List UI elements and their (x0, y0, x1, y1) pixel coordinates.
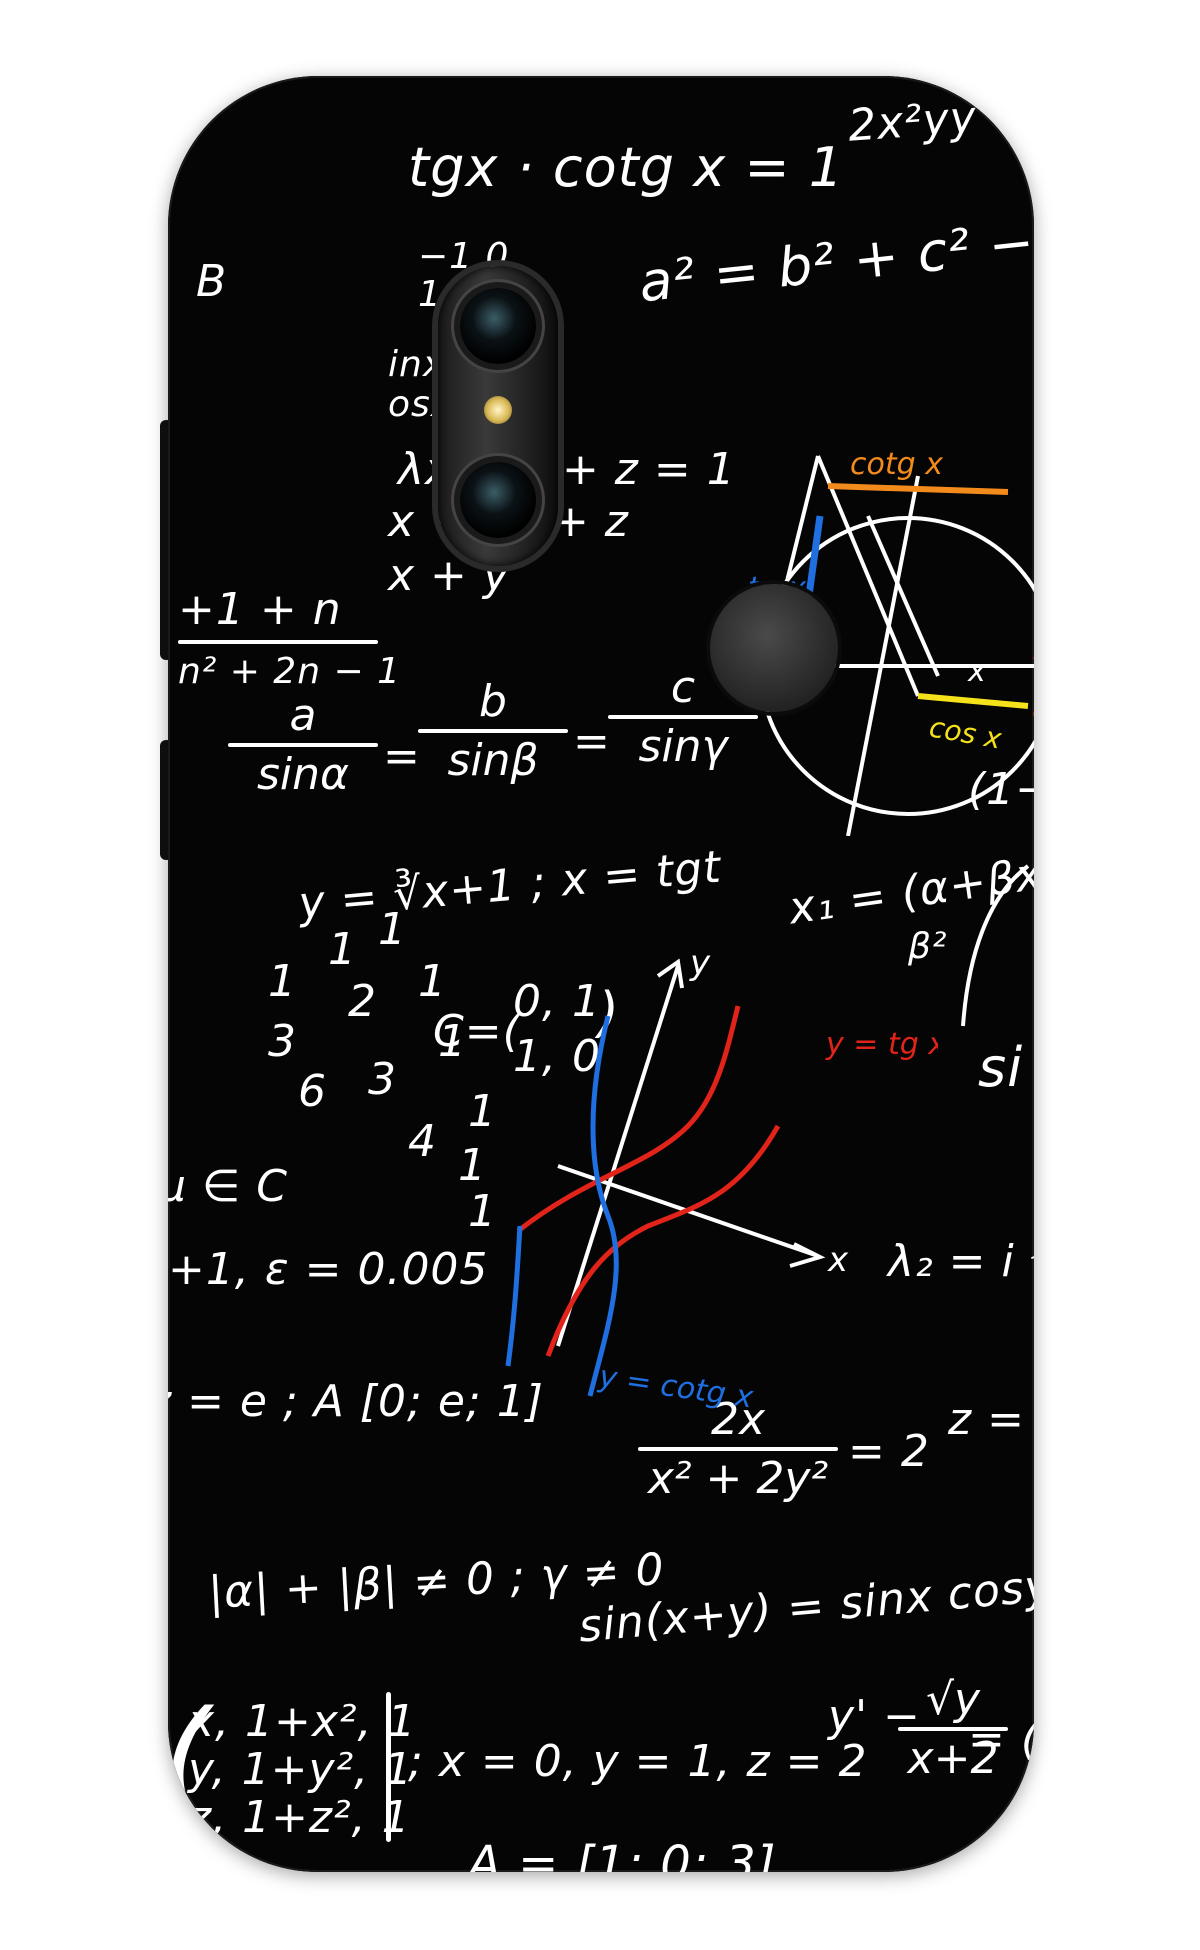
denominator: sinα (256, 749, 350, 800)
numerator: c (670, 662, 696, 713)
formula-B: B (196, 256, 228, 307)
formula-1-minus: (1− (968, 764, 1034, 815)
triangle-number: 3 (368, 1054, 397, 1105)
matrix-c-row1: 0, 1 (513, 976, 601, 1027)
law-of-sines-a: a sinα (228, 690, 378, 800)
formula-z-e: z = e ; A [0; e; 1] (168, 1376, 544, 1427)
triangle-number: 1 (418, 956, 447, 1007)
formula-2x-rhs: = 2 (848, 1426, 930, 1477)
determinant-open: ( (168, 1696, 211, 1816)
numerator: a (289, 690, 317, 741)
fraction-bar (178, 640, 378, 644)
triangle-number: 2 (348, 976, 377, 1027)
formula-A-vector: A = [1; 0; 3] (468, 1836, 777, 1872)
law-of-sines-c: c sinγ (608, 662, 758, 772)
cos-segment (917, 693, 1029, 709)
formula-inx: inx (388, 344, 446, 385)
formula-n-denominator: n² + 2n − 1 (178, 651, 401, 692)
x-axis-label: x (827, 1240, 849, 1280)
denominator: sinβ (447, 735, 539, 786)
camera-lens-icon (460, 462, 536, 538)
camera-lens-icon (460, 288, 536, 364)
denominator: sinγ (638, 721, 728, 772)
radius-line (816, 455, 920, 697)
fingerprint-sensor-icon (710, 584, 838, 712)
triangle-number: 6 (298, 1066, 327, 1117)
formula-cosphi: cosφ = (908, 1852, 1034, 1872)
cotg-segment (827, 483, 1009, 495)
formula-mu-in-c: μ ∈ C (168, 1161, 289, 1212)
law-of-sines-b: b sinβ (418, 676, 568, 786)
formula-si: si (978, 1036, 1024, 1099)
denominator: x+2 (907, 1733, 999, 1784)
triangle-number: 3 (268, 1016, 297, 1067)
formula-2x-fraction: 2x x² + 2y² (638, 1394, 838, 1504)
tg-label: y = tg x (825, 1027, 938, 1062)
formula-yprime-fraction: √y x+2 (898, 1674, 1008, 1784)
fraction-bar (418, 729, 568, 733)
triangle-number: 4 (408, 1116, 437, 1167)
equals-sign: = (573, 716, 611, 767)
cotg-curve (505, 1225, 523, 1367)
cotg-curve (587, 1015, 619, 1397)
formula-n-numerator: +1 + n (178, 584, 342, 635)
flash-icon (484, 396, 512, 424)
formula-z-eq: z = (948, 1394, 1025, 1445)
axis-line (846, 475, 920, 836)
cotg-label: y = cotg x (596, 1359, 756, 1415)
numerator: b (479, 676, 507, 727)
matrix-c-label: C=( (433, 1006, 521, 1057)
numerator: 2x (710, 1394, 766, 1445)
formula-lambda2: λ₂ = i √1 (888, 1236, 1034, 1287)
x-label: x (967, 654, 986, 689)
triangle-number: 1 (468, 1186, 497, 1237)
fraction-bar (898, 1727, 1008, 1731)
determinant-bar (386, 1692, 391, 1842)
y-axis (556, 965, 680, 1347)
formula-2x2yy: 2x²yy' + (846, 87, 1034, 152)
dual-camera-icon (438, 266, 558, 566)
tg-cotg-graph: y x y = tg x y = cotg x (505, 943, 938, 1416)
chalkboard-formulas: tgx · cotg x = 1 2x²yy' + a² = b² + c² −… (168, 76, 1034, 1872)
determinant-row1: x, 1+x², 1 (188, 1696, 417, 1747)
formula-epsilon: +1, ε = 0.005 (168, 1244, 489, 1295)
phone-case: tgx · cotg x = 1 2x²yy' + a² = b² + c² −… (168, 76, 1034, 1872)
triangle-number: 1 (378, 904, 407, 955)
triangle-number: 1 (468, 1086, 497, 1137)
fraction-bar (638, 1447, 838, 1451)
triangle-number: 1 (328, 924, 357, 975)
determinant-row3: z, 1+z², 1 (188, 1792, 411, 1843)
equals-sign: = (383, 731, 421, 782)
y-axis-arrow (656, 958, 684, 989)
formula-cube-root: y = ∛x+1 ; x = tgt (296, 841, 724, 930)
triangle-number: 1 (268, 956, 297, 1007)
formula-yprime-rhs: = ( (968, 1714, 1034, 1765)
cos-label: cos x (927, 710, 1005, 755)
formula-cosine-law: a² = b² + c² − 2b (636, 201, 1034, 315)
fraction-bar (608, 715, 758, 719)
triangle-number: 1 (458, 1140, 487, 1191)
formula-yprime-lhs: y' − (828, 1691, 921, 1742)
denominator: x² + 2y² (647, 1453, 829, 1504)
numerator: √y (925, 1674, 981, 1725)
radius-line (866, 515, 940, 677)
fraction-bar (228, 743, 378, 747)
tg-curve (516, 1005, 741, 1233)
formula-tg-cotg: tgx · cotg x = 1 (408, 136, 845, 199)
x-axis-arrow (789, 1242, 826, 1268)
matrix-c-row2: 1, 0 (513, 1031, 601, 1082)
triangle-number: 1 (438, 1016, 467, 1067)
decorative-curve (961, 864, 1030, 1027)
formula-beta2: β² (908, 926, 948, 967)
tg-curve (545, 1124, 781, 1357)
formula-xyz-values: ; x = 0, y = 1, z = 2 (408, 1736, 868, 1787)
determinant-row2: y, 1+y², 1 (188, 1744, 414, 1795)
y-axis-label: y (689, 943, 711, 983)
cotg-label: cotg x (850, 447, 943, 482)
